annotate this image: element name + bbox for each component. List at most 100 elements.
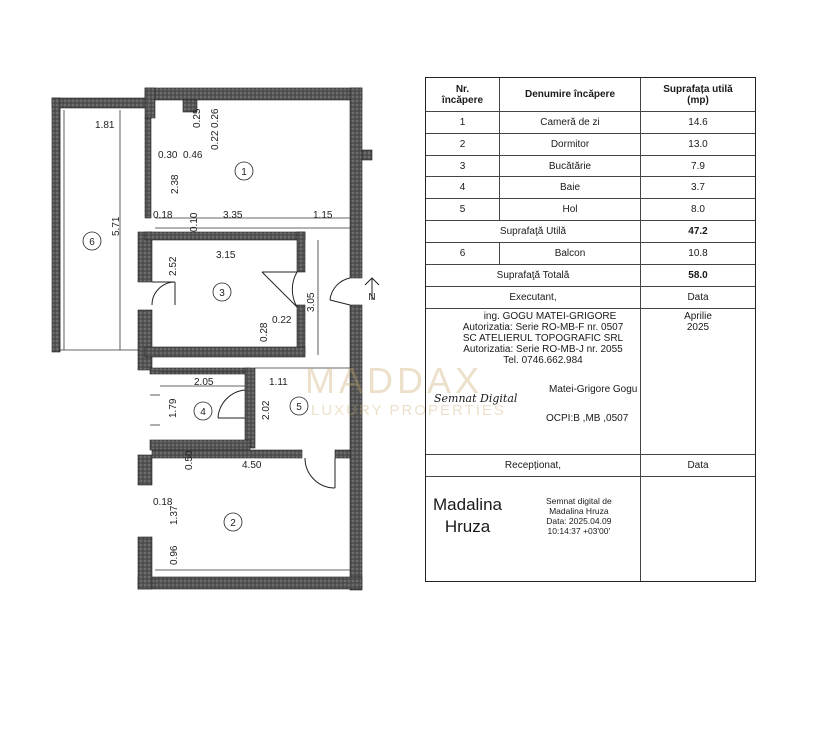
executant-line: Autorizatia: Serie RO-MB-F nr. 0507: [462, 322, 624, 333]
dim: 0.18: [153, 497, 173, 508]
receiver-name: Madalina Hruza: [433, 495, 502, 536]
dim: 0.50: [184, 450, 195, 470]
table-row: 5 Hol 8.0: [426, 199, 755, 221]
room-area: 14.6: [688, 117, 708, 128]
room-label-5: 5: [296, 402, 302, 413]
receptionat-cell: Madalina Hruza Semnat digital de Madalin…: [426, 477, 641, 581]
dim: 2.52: [168, 256, 179, 276]
room-label-3: 3: [219, 288, 225, 299]
table-row-total: Suprafaţă Totală 58.0: [426, 265, 755, 287]
dim: 3.05: [306, 292, 317, 312]
signer-name: Matei-Grigore Gogu: [549, 384, 638, 395]
dim: 1.37: [169, 505, 180, 525]
room-area: 3.7: [691, 182, 705, 193]
room-label-6: 6: [89, 237, 95, 248]
north-label: N: [368, 292, 375, 303]
executant-label: Executant,: [426, 287, 641, 308]
useful-value: 47.2: [688, 226, 708, 237]
room-name: Baie: [500, 177, 641, 198]
dim: 2.38: [170, 174, 181, 194]
room-name: Cameră de zi: [500, 112, 641, 133]
dim: 5.71: [111, 216, 122, 236]
header-area: Suprafața utilă (mp): [663, 83, 733, 106]
table-row: 4 Baie 3.7: [426, 177, 755, 199]
dim: 0.46: [183, 150, 203, 161]
table-row-useful: Suprafaţă Utilă 47.2: [426, 221, 755, 243]
ocpi-code: OCPI:B ,MB ,0507: [546, 413, 629, 424]
dim: 2.05: [194, 377, 214, 388]
room-area: 8.0: [691, 204, 705, 215]
room-name: Hol: [500, 199, 641, 220]
dim: 0.96: [169, 545, 180, 565]
useful-label: Suprafaţă Utilă: [426, 221, 641, 242]
room-name: Bucătărie: [500, 156, 641, 176]
total-value: 58.0: [688, 270, 708, 281]
dim: 0.28: [259, 322, 270, 342]
executant-line: Tel. 0746.662.984: [503, 355, 583, 366]
dimensions: 1.81 0.25 0.26 0.22 0.30 0.46 2.38 0.18 …: [95, 108, 333, 565]
executant-date-label: Data: [687, 292, 709, 303]
dim: 1.11: [269, 377, 288, 388]
dim: 0.22: [272, 315, 292, 326]
room-name: Balcon: [500, 243, 641, 264]
area-table: Nr. încăpere Denumire încăpere Suprafața…: [425, 77, 756, 582]
table-row: 3 Bucătărie 7.9: [426, 156, 755, 177]
room-label-4: 4: [200, 407, 206, 418]
room-nr: 4: [426, 177, 500, 198]
dim: 0.30: [158, 150, 178, 161]
dim: 0.22: [210, 130, 221, 150]
dim: 3.15: [216, 250, 236, 261]
room-nr: 5: [426, 199, 500, 220]
dim: 1.79: [168, 398, 179, 418]
receptionat-header: Recepționat, Data: [426, 455, 755, 477]
dim: 0.18: [153, 210, 173, 221]
room-markers: [82, 161, 309, 532]
watermark-tagline: LUXURY PROPERTIES: [311, 402, 506, 419]
room-label-1: 1: [241, 167, 247, 178]
executant-header: Executant, Data: [426, 287, 755, 309]
dim: 4.50: [242, 460, 262, 471]
room-nr: 1: [426, 112, 500, 133]
executant-body: ing. GOGU MATEI-GRIGORE Autorizatia: Ser…: [426, 309, 755, 455]
table-header: Nr. încăpere Denumire încăpere Suprafața…: [426, 78, 755, 112]
digital-signature: Semnat digital de Madalina Hruza Data: 2…: [546, 496, 612, 536]
dim: 0.25: [192, 108, 203, 128]
watermark-brand: MADDAX: [305, 360, 484, 401]
dim: 3.35: [223, 210, 243, 221]
executant-stamp: ing. GOGU MATEI-GRIGORE Autorizatia: Ser…: [448, 311, 638, 366]
room-nr: 2: [426, 134, 500, 155]
executant-line: SC ATELIERUL TOPOGRAFIC SRL: [462, 333, 624, 344]
room-nr: 3: [426, 156, 500, 176]
room-area: 10.8: [688, 248, 708, 259]
north-arrow: N: [364, 277, 380, 303]
room-nr: 6: [426, 243, 500, 264]
receptionat-body: Madalina Hruza Semnat digital de Madalin…: [426, 477, 755, 581]
room-label-2: 2: [230, 518, 236, 529]
walls: [51, 87, 373, 591]
total-label: Suprafaţă Totală: [426, 265, 641, 286]
doors: [151, 271, 351, 489]
dim: 1.81: [95, 120, 115, 131]
executant-line: Autorizatia: Serie RO-MB-J nr. 2055: [463, 344, 623, 355]
room-area: 13.0: [688, 139, 708, 150]
plan-lines: [59, 108, 350, 571]
table-row: 6 Balcon 10.8: [426, 243, 755, 265]
executant-cell: ing. GOGU MATEI-GRIGORE Autorizatia: Ser…: [426, 309, 641, 454]
room-area: 7.9: [691, 160, 705, 172]
header-name: Denumire încăpere: [500, 78, 641, 111]
dim: 0.10: [189, 212, 200, 232]
receptionat-label: Recepționat,: [426, 455, 641, 476]
floor-plan: 1 2 3 4 5 6 N 1.81 0.25 0.26 0.22 0.30 0…: [51, 87, 380, 591]
table-row: 2 Dormitor 13.0: [426, 134, 755, 156]
dim: 2.02: [261, 400, 272, 420]
room-name: Dormitor: [500, 134, 641, 155]
executant-line: ing. GOGU MATEI-GRIGORE: [483, 311, 617, 322]
dim: 1.15: [313, 210, 333, 221]
executant-date: Aprilie 2025: [684, 311, 712, 333]
header-nr: Nr. încăpere: [426, 78, 500, 111]
signature: Semnat Digital: [434, 392, 518, 405]
table-row: 1 Cameră de zi 14.6: [426, 112, 755, 134]
receptionat-date-label: Data: [687, 460, 709, 471]
dim: 0.26: [210, 108, 221, 128]
receptionat-date: [641, 477, 755, 581]
